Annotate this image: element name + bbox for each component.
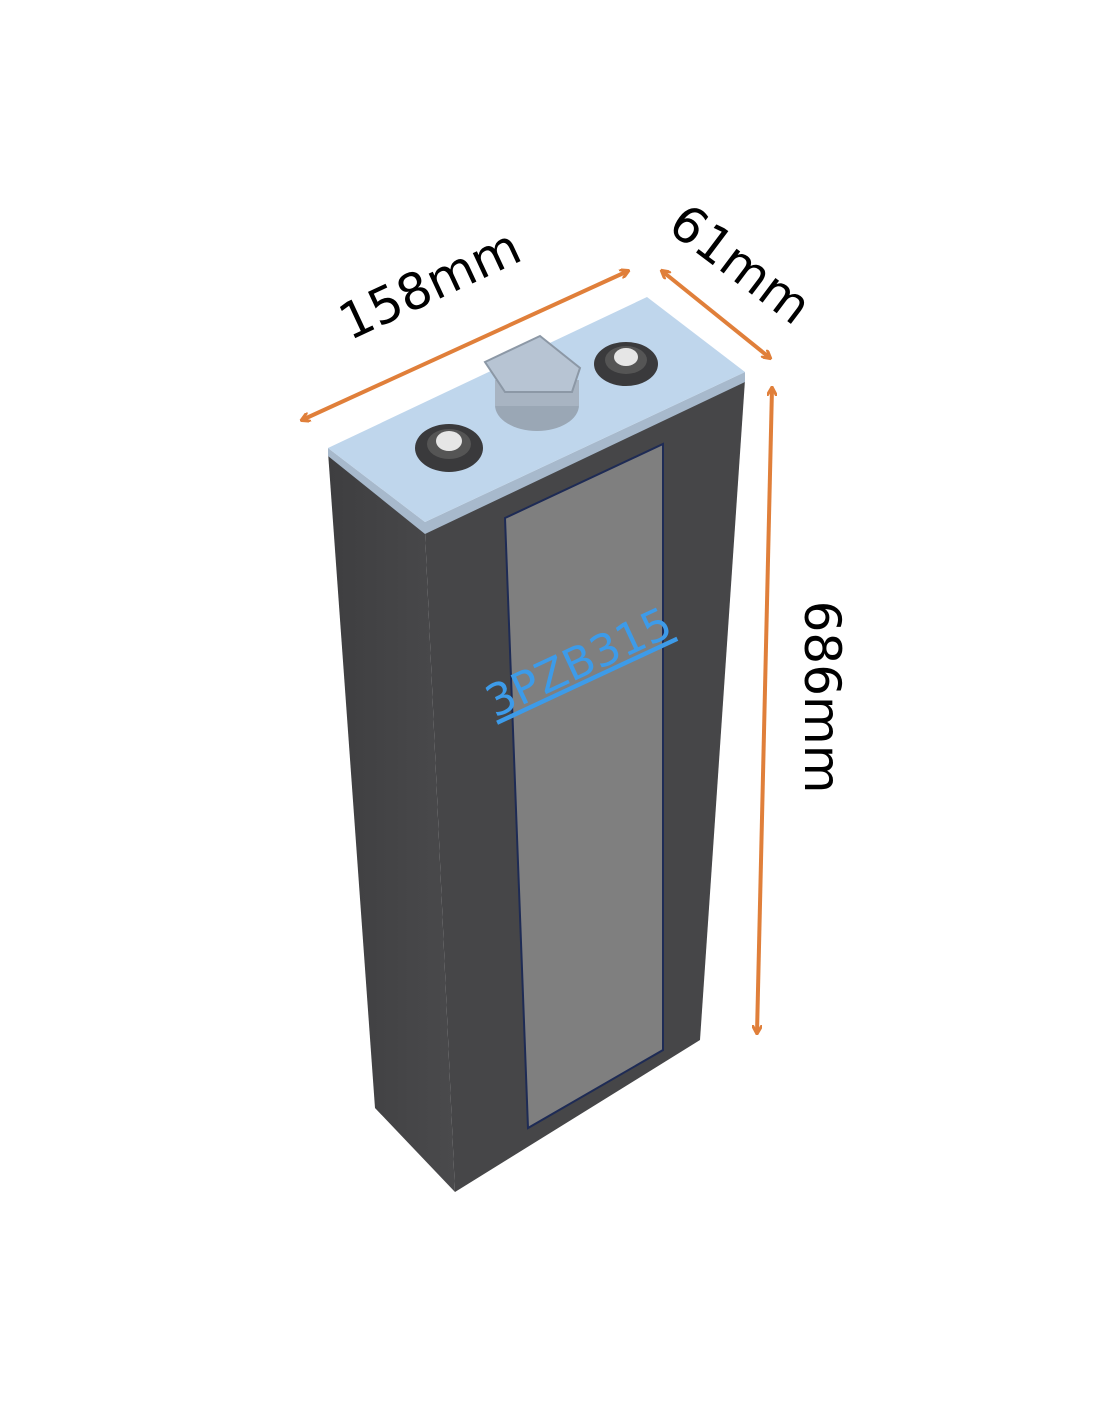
- battery-side-face: [328, 452, 455, 1192]
- terminal-positive-icon: [594, 342, 658, 386]
- height-label: 686mm: [793, 601, 851, 794]
- label-panel: [503, 442, 664, 1130]
- width-label: 61mm: [658, 193, 822, 336]
- battery-cell: [328, 297, 745, 1192]
- height-dimension-arrow: [757, 388, 772, 1033]
- width-dimension-arrow: [662, 271, 770, 358]
- terminal-negative-icon: [415, 424, 483, 472]
- length-dimension-arrow: [302, 271, 628, 420]
